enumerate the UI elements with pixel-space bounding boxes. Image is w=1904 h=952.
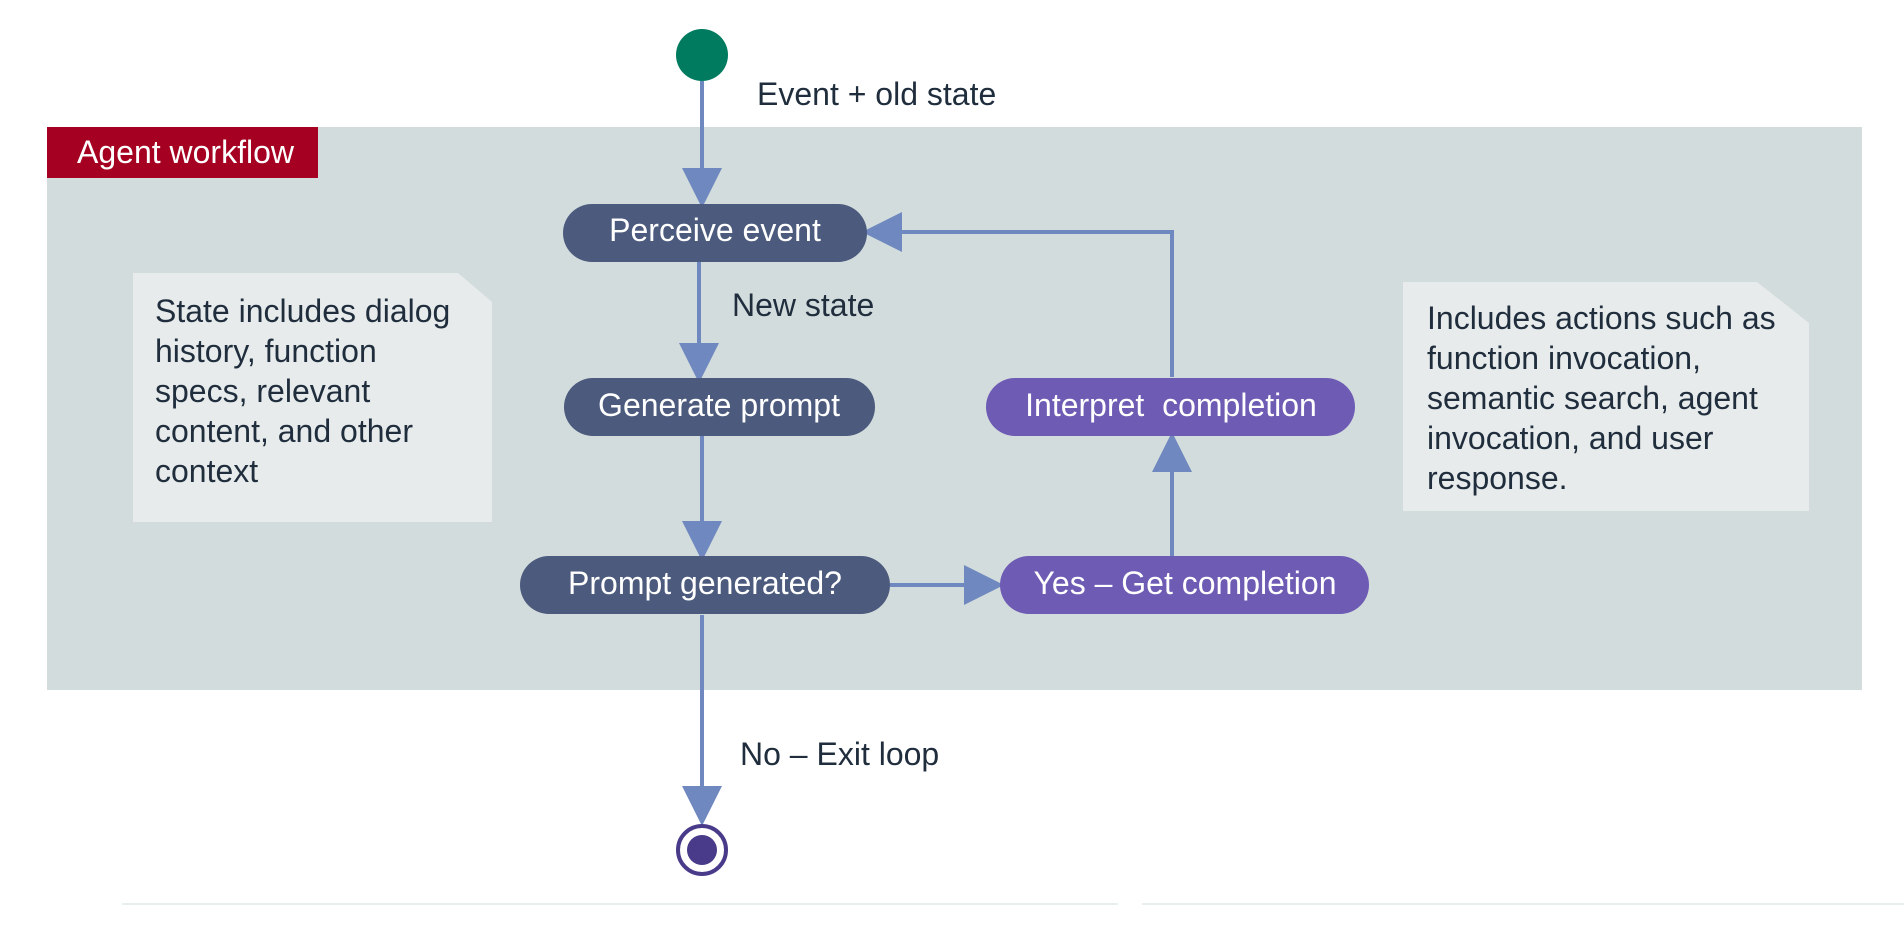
new-state-edge-label: New state [732, 287, 874, 323]
interpret-completion-label: Interpret completion [1025, 387, 1317, 423]
state-note [133, 273, 492, 522]
container-title-tab [47, 127, 318, 178]
get-completion-node [1000, 556, 1369, 614]
end-node-inner [687, 835, 717, 865]
actions-note [1403, 282, 1809, 511]
get-completion-label: Yes – Get completion [1034, 565, 1337, 601]
exit-edge-label: No – Exit loop [740, 736, 939, 772]
actions-note-text: Includes actions such as function invoca… [1427, 300, 1785, 496]
generate-prompt-label: Generate prompt [598, 387, 840, 423]
prompt-generated-label: Prompt generated? [568, 565, 842, 601]
start-edge-label: Event + old state [757, 76, 996, 112]
state-note-text: State includes dialog history, function … [155, 293, 459, 489]
prompt-generated-decision-node [520, 556, 890, 614]
generate-prompt-node [564, 378, 875, 436]
perceive-event-node [563, 204, 867, 262]
interpret-completion-node [986, 378, 1355, 436]
perceive-event-label: Perceive event [609, 212, 821, 248]
start-node [676, 29, 728, 81]
container-title: Agent workflow [77, 134, 295, 170]
interpret-to-perceive-arrow [862, 212, 1174, 377]
